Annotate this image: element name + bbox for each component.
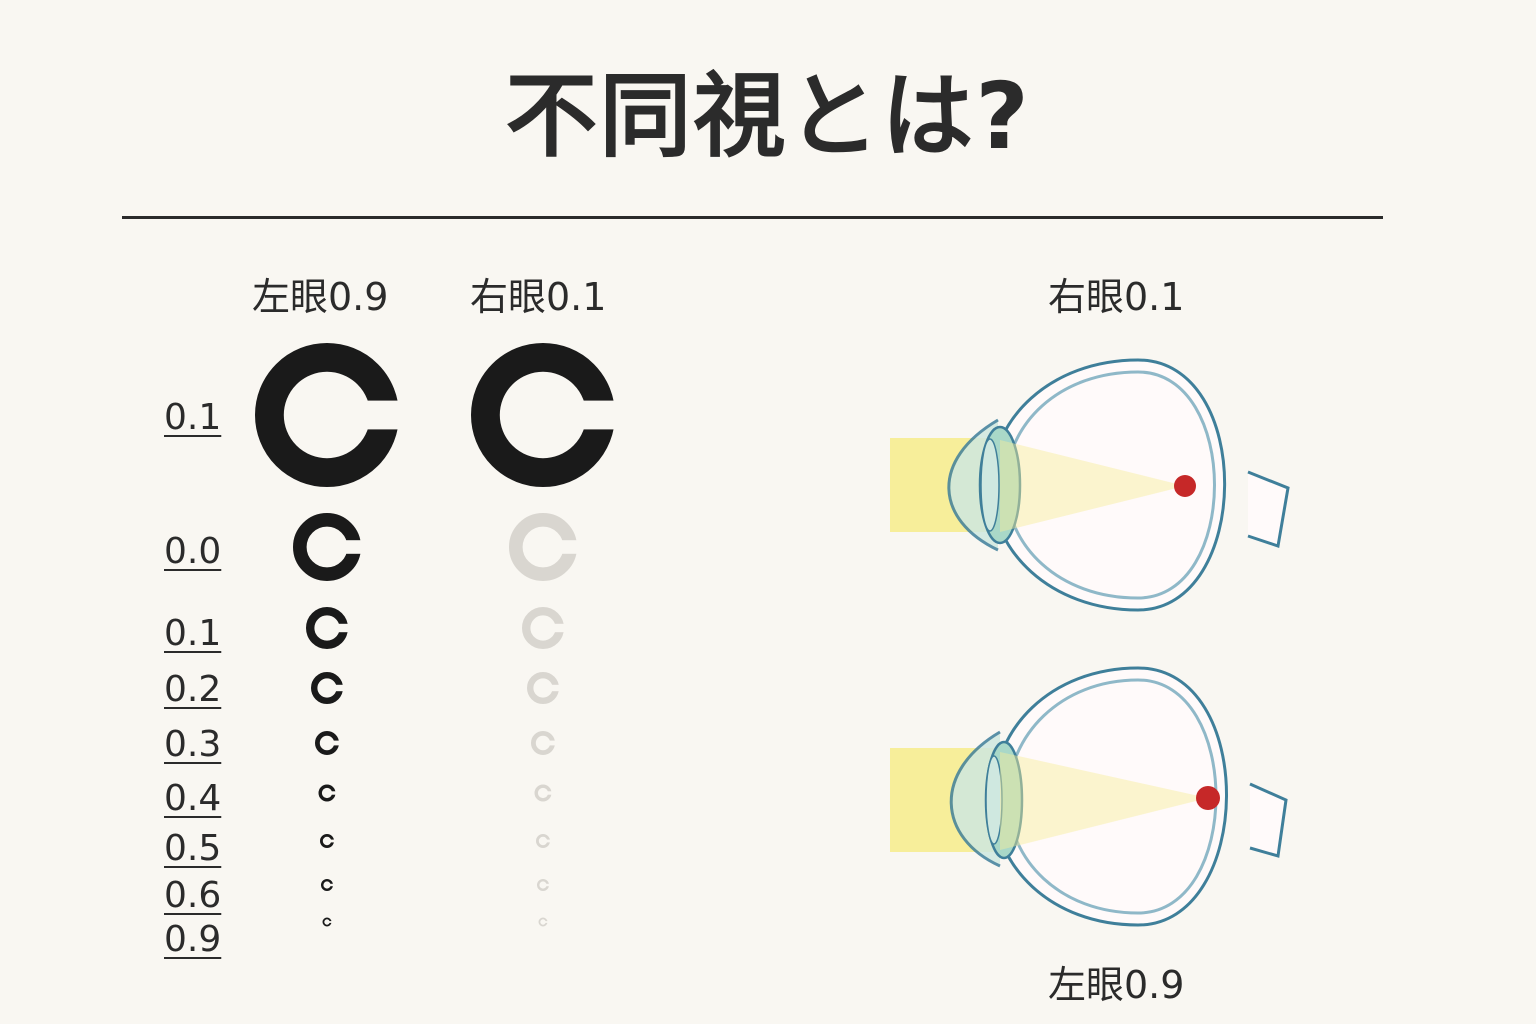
iris <box>980 438 1000 532</box>
acuity-row-label: 0.2 <box>164 669 222 710</box>
retina-layer <box>1006 678 1218 915</box>
focus-point-icon <box>1174 475 1196 497</box>
ring-gap <box>549 540 586 554</box>
eye-diagram-right <box>890 358 1290 612</box>
right-eye-column-label: 右眼0.1 <box>470 275 607 319</box>
title-divider <box>122 216 1383 219</box>
light-beam-overlay <box>1000 752 1208 850</box>
ring-gap <box>544 883 551 887</box>
ring-gap <box>341 400 417 430</box>
left-eye-column-label: 左眼0.9 <box>252 275 389 319</box>
acuity-row-label: 0.3 <box>164 724 222 765</box>
bottom-eye-label: 左眼0.9 <box>1048 963 1185 1007</box>
ring-gap <box>557 400 633 430</box>
ring-gap <box>544 839 552 843</box>
iris <box>985 755 1003 845</box>
left-eye-rings <box>254 342 417 927</box>
acuity-row-label: 0.5 <box>164 828 222 869</box>
light-beam-overlay <box>1000 440 1185 532</box>
page-title: 不同視とは? <box>505 63 1031 170</box>
ring-gap <box>543 921 549 923</box>
ring-gap <box>545 740 558 746</box>
eyeball-outline <box>990 358 1227 612</box>
acuity-row-label: 0.1 <box>164 613 222 654</box>
ring-gap <box>328 791 338 795</box>
acuity-row-label: 0.1 <box>164 397 222 438</box>
optic-nerve <box>1247 470 1290 548</box>
acuity-row-label: 0.6 <box>164 875 222 916</box>
ring-gap <box>547 623 570 633</box>
ring-gap <box>328 839 336 843</box>
acuity-row-label: 0.4 <box>164 778 222 819</box>
eye-diagram-left <box>890 666 1288 927</box>
optic-nerve <box>1249 782 1288 858</box>
eyeball-outline <box>992 666 1228 927</box>
acuity-row-label: 0.0 <box>164 531 222 572</box>
acuity-row-label: 0.9 <box>164 919 222 960</box>
ring-gap <box>328 883 335 887</box>
right-eye-rings <box>470 342 633 927</box>
top-eye-label: 右眼0.1 <box>1048 275 1185 319</box>
ring-gap <box>546 684 563 692</box>
focus-point-icon <box>1196 786 1220 810</box>
ring-gap <box>333 540 370 554</box>
retina-layer <box>1004 370 1216 600</box>
landolt-ring-chart <box>254 342 633 927</box>
ring-gap <box>544 791 554 795</box>
ring-gap <box>330 684 347 692</box>
ring-gap <box>327 921 333 923</box>
ring-gap <box>329 740 342 746</box>
ring-gap <box>331 623 354 633</box>
